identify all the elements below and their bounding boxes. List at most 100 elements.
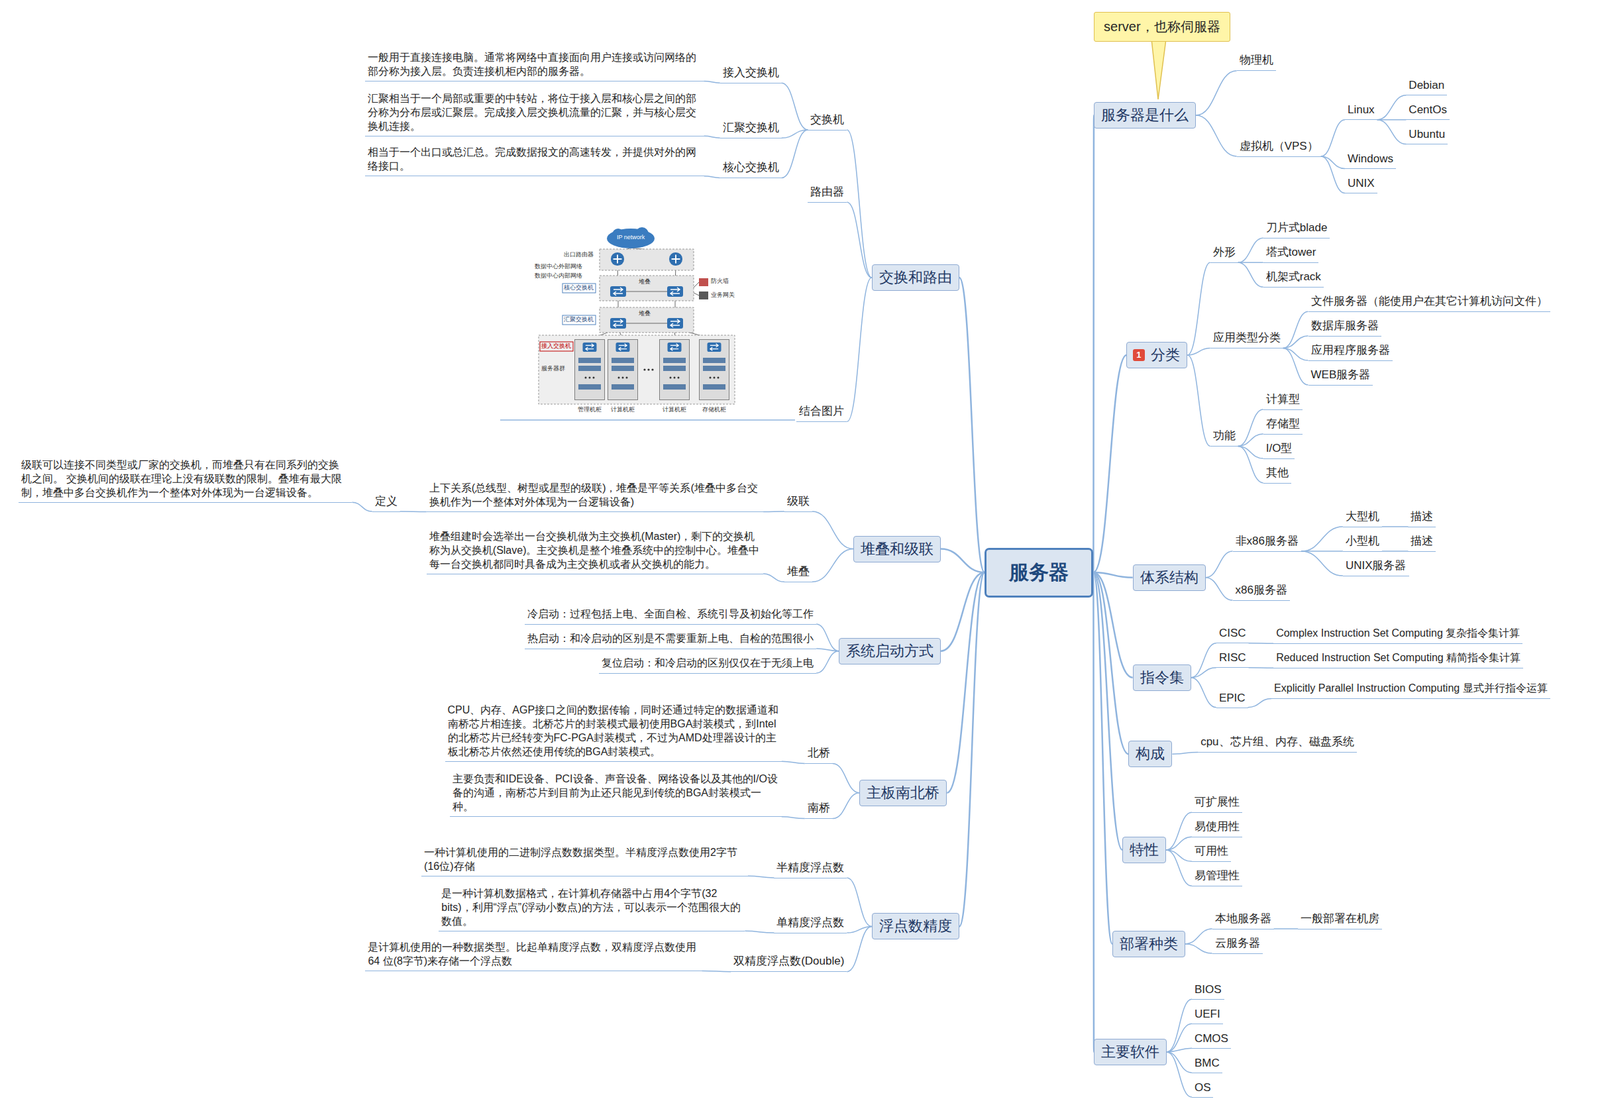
topic-text: Explicitly Parallel Instruction Computin… (1274, 682, 1548, 694)
note-text: Complex Instruction Set Computing 复杂指令集计… (1273, 625, 1523, 644)
branch-line (1205, 577, 1233, 601)
topic-text: 主板南北桥 (866, 784, 940, 801)
note-text: 复位启动：和冷启动的区别仅仅在于无须上电 (598, 655, 817, 674)
topic-text: 虚拟机（VPS） (1239, 139, 1319, 153)
topic-text: 结合图片 (799, 404, 845, 418)
branch-line (1166, 999, 1192, 1053)
branch-line (1248, 642, 1275, 644)
topic-text: 系统启动方式 (846, 642, 934, 660)
sub-topic: 应用程序服务器 (1308, 341, 1393, 362)
topic-text: 计算型 (1266, 392, 1300, 406)
branch-line (763, 510, 785, 513)
topic-text: 描述 (1410, 534, 1434, 548)
branch-line (1238, 445, 1264, 483)
sub-topic: 汇聚交换机 (720, 118, 782, 139)
topic-text: 描述 (1410, 510, 1434, 523)
callout-box: server，也称伺服器 (1093, 11, 1231, 42)
branch-line (940, 549, 985, 573)
topic-text: 交换机 (810, 113, 845, 126)
branch-line (1092, 115, 1095, 573)
topic-text: Ubuntu (1408, 127, 1445, 141)
callout-pointer (1151, 39, 1167, 100)
branch-line (1093, 572, 1113, 945)
figure-label: 管理机柜 (577, 406, 602, 414)
topic-text: 非x86服务器 (1235, 534, 1299, 548)
topic-text: 浮点数精度 (879, 917, 953, 935)
sub-topic: 外形 (1210, 243, 1239, 264)
branch-line (400, 510, 427, 513)
topic-text: 堆叠组建时会选举出一台交换机做为主交换机(Master)，剩下的交换机称为从交换… (429, 530, 760, 570)
branch-line (816, 624, 839, 652)
topic-text: 级联 (787, 494, 810, 508)
figure-label: 服务器群 (541, 365, 566, 373)
main-topic: 服务器是什么 (1093, 102, 1196, 129)
figure-label: 存储机柜 (702, 406, 727, 414)
note-text: Reduced Instruction Set Computing 精简指令集计… (1273, 649, 1524, 669)
topic-text: 功能 (1213, 429, 1236, 442)
branch-line (1283, 335, 1309, 348)
topic-text: OS (1194, 1081, 1212, 1094)
topic-text: Debian (1408, 78, 1445, 92)
topic-text: 应用类型分类 (1213, 331, 1281, 344)
branch-line (704, 176, 721, 179)
topic-text: WEB服务器 (1311, 368, 1371, 381)
note-text: 冷启动：过程包括上电、全面自检、系统引导及初始化等工作 (524, 606, 817, 625)
sub-topic: 其他 (1263, 463, 1292, 484)
topic-text: 冷启动：过程包括上电、全面自检、系统引导及初始化等工作 (527, 608, 814, 620)
sub-topic: 功能 (1210, 426, 1239, 447)
topic-text: 存储型 (1266, 417, 1300, 430)
main-topic: 系统启动方式 (838, 638, 941, 665)
note-text: 堆叠组建时会选举出一台交换机做为主交换机(Master)，剩下的交换机称为从交换… (426, 528, 764, 575)
branch-line (1238, 433, 1264, 446)
network-figure (500, 226, 741, 421)
main-topic: 特性 (1122, 836, 1167, 864)
sub-topic: 接入交换机 (720, 63, 782, 84)
topic-text: 是计算机使用的一种数据类型。比起单精度浮点数，双精度浮点数使用 64 位(8字节… (367, 941, 697, 967)
sub-topic: Linux (1344, 102, 1378, 120)
branch-line (1238, 237, 1264, 263)
sub-topic: 描述 (1407, 532, 1436, 552)
topic-text: 双精度浮点数(Double) (733, 954, 845, 968)
note-text: 一般用于直接连接电脑。通常将网络中直接面向用户连接或访问网络的部分称为接入层。负… (365, 49, 704, 82)
topic-text: 北桥 (807, 746, 831, 760)
branch-line (1238, 409, 1264, 446)
sub-topic: BMC (1191, 1055, 1223, 1074)
sub-topic: Windows (1344, 151, 1396, 169)
main-topic: 主要软件 (1093, 1038, 1167, 1066)
branch-line (1093, 572, 1129, 754)
topic-text: 主要软件 (1101, 1043, 1160, 1061)
branch-line (1166, 1052, 1192, 1098)
branch-line (1248, 698, 1272, 707)
branch-line (832, 793, 860, 819)
topic-text: 机架式rack (1266, 270, 1322, 283)
branch-line (1185, 944, 1213, 954)
topic-text: 物理机 (1239, 53, 1274, 67)
branch-line (781, 761, 805, 764)
topic-text: 云服务器 (1215, 936, 1261, 950)
figure-label: 核心交换机 (563, 284, 594, 292)
sub-topic: 半精度浮点数 (773, 858, 847, 879)
sub-topic: 南桥 (804, 799, 833, 819)
topic-text: Linux (1347, 103, 1375, 116)
topic-text: 服务器是什么 (1101, 106, 1189, 124)
topic-text: 复位启动：和冷启动的区别仅仅在于无须上电 (601, 657, 814, 669)
topic-text: 分类 (1150, 346, 1180, 364)
branch-line (1093, 355, 1127, 573)
main-topic: 部署种类 (1112, 930, 1186, 958)
topic-text: RISC (1219, 651, 1247, 664)
sub-topic: Debian (1405, 77, 1447, 96)
branch-line (744, 930, 774, 933)
branch-line (1321, 156, 1345, 193)
branch-line (846, 129, 872, 278)
topic-text: 接入交换机 (722, 66, 780, 79)
topic-text: 汇聚交换机 (722, 121, 780, 134)
branch-line (1283, 311, 1309, 348)
branch-line (1191, 643, 1217, 678)
topic-text: CISC (1219, 626, 1247, 640)
main-topic: 构成 (1128, 740, 1173, 768)
topic-text: 定义 (374, 494, 398, 508)
sub-topic: 文件服务器（能使用户在其它计算机访问文件） (1308, 292, 1551, 313)
branch-line (702, 970, 732, 972)
sub-topic: 塔式tower (1263, 243, 1320, 264)
